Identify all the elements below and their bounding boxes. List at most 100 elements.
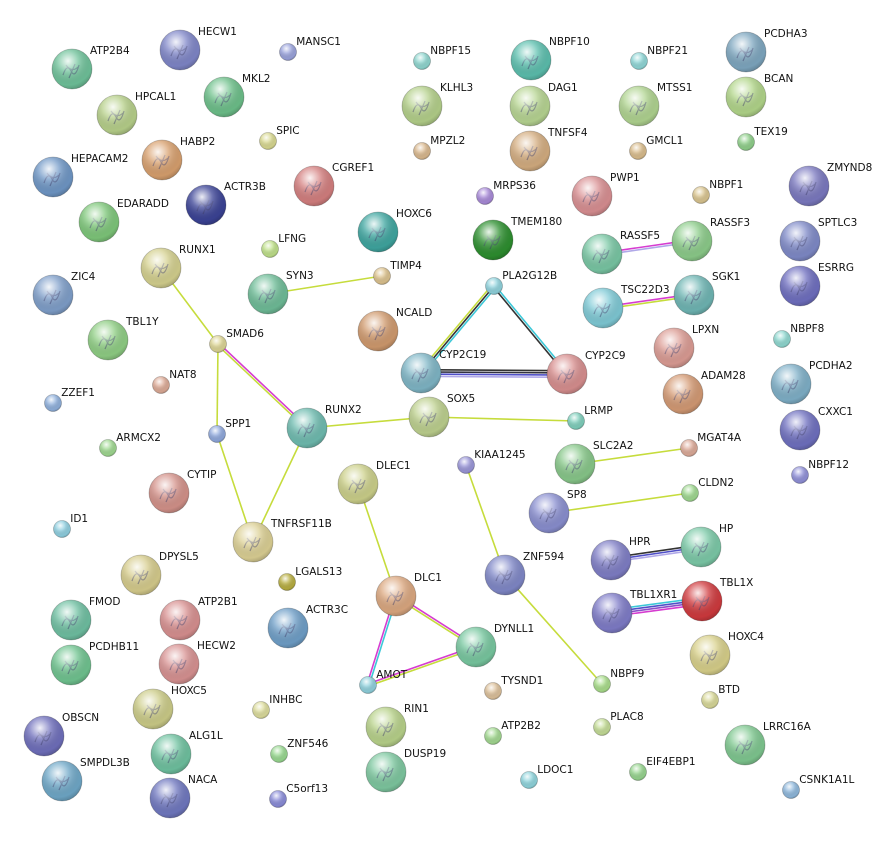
node-smpdl3b[interactable]: SMPDL3B [41, 757, 130, 802]
node-lrrc16a[interactable]: LRRC16A [724, 721, 812, 766]
node-naca[interactable]: NACA [149, 774, 218, 819]
node-spp1[interactable]: SPP1 [208, 418, 252, 443]
node-ncald[interactable]: NCALD [357, 307, 432, 352]
node-cldn2[interactable]: CLDN2 [681, 477, 735, 502]
node-tbl1xr1[interactable]: TBL1XR1 [591, 589, 677, 634]
node-mtss1[interactable]: MTSS1 [618, 82, 692, 127]
node-bcan[interactable]: BCAN [725, 73, 793, 118]
edge-sox5-lrmp[interactable] [428, 416, 577, 422]
node-cytip[interactable]: CYTIP [148, 469, 216, 514]
node-atp2b2[interactable]: ATP2B2 [484, 720, 541, 745]
node-tmem180[interactable]: TMEM180 [472, 216, 562, 261]
node-inhbc[interactable]: INHBC [252, 694, 303, 719]
node-znf546[interactable]: ZNF546 [270, 738, 329, 763]
node-nat8[interactable]: NAT8 [152, 369, 197, 394]
node-rin1[interactable]: RIN1 [365, 703, 429, 748]
node-amot[interactable]: AMOT [359, 669, 408, 694]
node-edaradd[interactable]: EDARADD [78, 198, 169, 243]
node-lrmp[interactable]: LRMP [567, 405, 613, 430]
node-syn3[interactable]: SYN3 [247, 270, 314, 315]
node-cgref1[interactable]: CGREF1 [293, 162, 374, 207]
node-gmcl1[interactable]: GMCL1 [629, 135, 684, 160]
node-pla2g12b[interactable]: PLA2G12B [485, 270, 558, 295]
node-timp4[interactable]: TIMP4 [373, 260, 423, 285]
node-tnfsf4[interactable]: TNFSF4 [509, 127, 588, 172]
node-c5orf13[interactable]: C5orf13 [269, 783, 329, 808]
node-armcx2[interactable]: ARMCX2 [99, 432, 161, 457]
edge-smad6-spp1[interactable] [216, 343, 219, 435]
node-csnk1a1l[interactable]: CSNK1A1L [782, 774, 855, 799]
node-pcdhb11[interactable]: PCDHB11 [50, 641, 139, 686]
node-hoxc6[interactable]: HOXC6 [357, 208, 432, 253]
node-mpzl2[interactable]: MPZL2 [413, 135, 466, 160]
node-dpysl5[interactable]: DPYSL5 [120, 551, 199, 596]
node-zzef1[interactable]: ZZEF1 [44, 387, 95, 412]
node-pcdha3[interactable]: PCDHA3 [725, 28, 808, 73]
node-tsc22d3[interactable]: TSC22D3 [582, 284, 670, 329]
node-zic4[interactable]: ZIC4 [32, 271, 96, 316]
node-mansc1[interactable]: MANSC1 [279, 36, 342, 61]
node-hpr[interactable]: HPR [590, 536, 651, 581]
node-actr3c[interactable]: ACTR3C [267, 604, 348, 649]
node-eif4ebp1[interactable]: EIF4EBP1 [629, 756, 696, 781]
node-rassf3[interactable]: RASSF3 [671, 217, 750, 262]
node-klhl3[interactable]: KLHL3 [401, 82, 473, 127]
edge-cyp2c19-cyp2c9[interactable] [420, 368, 568, 379]
node-tnfrsf11b[interactable]: TNFRSF11B [232, 518, 332, 563]
node-actr3b[interactable]: ACTR3B [185, 181, 266, 226]
node-tbl1y[interactable]: TBL1Y [87, 316, 159, 361]
node-cxxc1[interactable]: CXXC1 [779, 406, 853, 451]
node-sox5[interactable]: SOX5 [408, 393, 475, 438]
node-zmynd8[interactable]: ZMYND8 [788, 162, 872, 207]
node-nbpf21[interactable]: NBPF21 [630, 45, 689, 70]
node-dlc1[interactable]: DLC1 [375, 572, 442, 617]
node-mrps36[interactable]: MRPS36 [476, 180, 537, 205]
node-esrrg[interactable]: ESRRG [779, 262, 854, 307]
node-nbpf15[interactable]: NBPF15 [413, 45, 472, 70]
node-znf594[interactable]: ZNF594 [484, 551, 564, 596]
node-dag1[interactable]: DAG1 [509, 82, 578, 127]
node-atp2b1[interactable]: ATP2B1 [159, 596, 238, 641]
node-hecw1[interactable]: HECW1 [159, 26, 237, 71]
node-obscn[interactable]: OBSCN [23, 712, 99, 757]
node-nbpf1[interactable]: NBPF1 [692, 179, 744, 204]
node-lpxn[interactable]: LPXN [653, 324, 719, 369]
node-hpcal1[interactable]: HPCAL1 [96, 91, 176, 136]
node-tbl1x[interactable]: TBL1X [681, 577, 753, 622]
node-dynll1[interactable]: DYNLL1 [455, 623, 534, 668]
node-hp[interactable]: HP [680, 523, 733, 568]
node-pwp1[interactable]: PWP1 [571, 172, 640, 217]
node-smad6[interactable]: SMAD6 [209, 328, 265, 353]
node-fmod[interactable]: FMOD [50, 596, 120, 641]
node-nbpf12[interactable]: NBPF12 [791, 459, 850, 484]
node-lgals13[interactable]: LGALS13 [278, 566, 343, 591]
node-tex19[interactable]: TEX19 [737, 126, 788, 151]
node-hepacam2[interactable]: HEPACAM2 [32, 153, 128, 198]
node-adam28[interactable]: ADAM28 [662, 370, 746, 415]
node-tysnd1[interactable]: TYSND1 [484, 675, 544, 700]
node-kiaa1245[interactable]: KIAA1245 [457, 449, 526, 474]
node-nbpf8[interactable]: NBPF8 [773, 323, 825, 348]
edge-znf594-nbpf9[interactable] [504, 574, 603, 685]
node-sp8[interactable]: SP8 [528, 489, 587, 534]
node-nbpf9[interactable]: NBPF9 [593, 668, 645, 693]
node-habp2[interactable]: HABP2 [141, 136, 215, 181]
node-atp2b4[interactable]: ATP2B4 [51, 45, 130, 90]
node-pcdha2[interactable]: PCDHA2 [770, 360, 853, 405]
node-plac8[interactable]: PLAC8 [593, 711, 644, 736]
node-sptlc3[interactable]: SPTLC3 [779, 217, 857, 262]
edge-runx2-tnfrsf11b[interactable] [252, 427, 308, 543]
node-rassf5[interactable]: RASSF5 [581, 230, 660, 275]
node-btd[interactable]: BTD [701, 684, 740, 709]
node-lfng[interactable]: LFNG [261, 233, 307, 258]
edge-runx2-sox5[interactable] [306, 416, 430, 429]
node-hecw2[interactable]: HECW2 [158, 640, 236, 685]
node-dusp19[interactable]: DUSP19 [365, 748, 446, 793]
node-cyp2c19[interactable]: CYP2C19 [400, 349, 486, 394]
node-slc2a2[interactable]: SLC2A2 [554, 440, 633, 485]
node-runx2[interactable]: RUNX2 [286, 404, 362, 449]
node-mkl2[interactable]: MKL2 [203, 73, 270, 118]
node-hoxc5[interactable]: HOXC5 [132, 685, 207, 730]
node-runx1[interactable]: RUNX1 [140, 244, 216, 289]
node-sgk1[interactable]: SGK1 [673, 271, 740, 316]
